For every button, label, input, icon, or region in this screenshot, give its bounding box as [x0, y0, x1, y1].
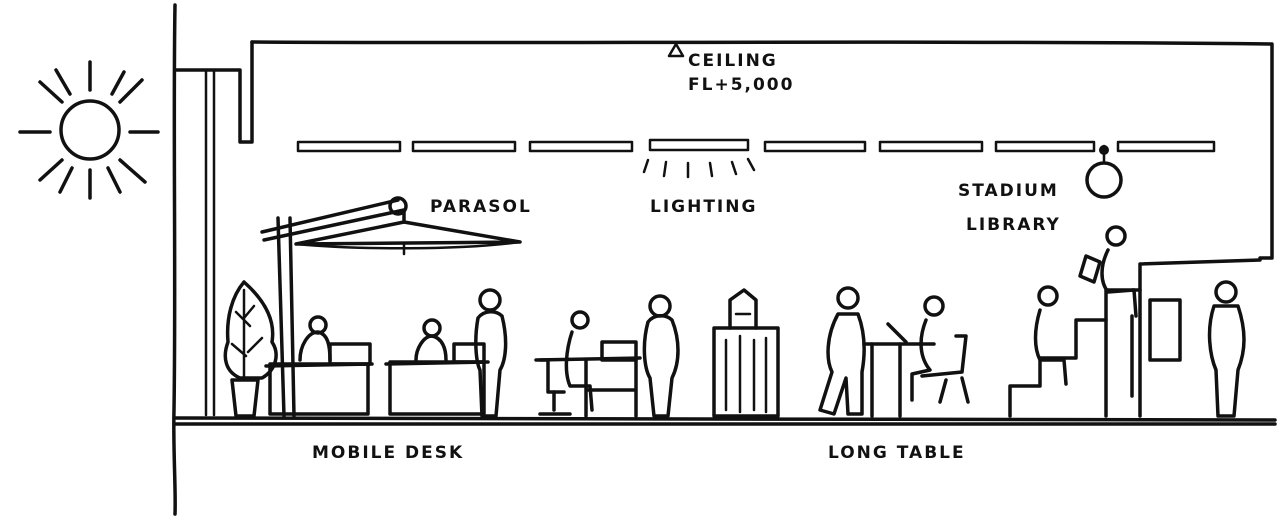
long-table — [862, 295, 970, 418]
parasol-label: PARASOL — [430, 197, 532, 217]
ceiling-line — [250, 40, 1274, 260]
floor-line — [174, 416, 1277, 422]
walking-person — [818, 286, 866, 416]
workstation — [534, 310, 642, 418]
long-table-label: LONG TABLE — [828, 443, 966, 463]
facade-glazing — [204, 68, 216, 417]
stadium-label: STADIUM — [958, 181, 1059, 201]
stadium-steps — [1008, 225, 1262, 418]
facade-wall — [172, 3, 177, 516]
ceiling-label: CEILING — [688, 51, 778, 71]
mobile-desk-label: MOBILE DESK — [312, 443, 464, 463]
potted-plant-icon — [223, 280, 278, 418]
sun-icon — [18, 60, 160, 200]
parasol-icon — [260, 196, 522, 418]
standing-person-3 — [1207, 280, 1246, 418]
light-rays-icon — [642, 157, 756, 179]
standing-person-2 — [642, 294, 680, 418]
pendant-lamp-icon — [1085, 144, 1123, 199]
counter-cabinet — [712, 288, 780, 418]
slab-edge — [173, 40, 254, 144]
standing-person-1 — [474, 288, 508, 418]
mobile-desk-1 — [264, 315, 374, 416]
building-section — [172, 3, 1277, 516]
ceiling-level-marker-icon — [667, 42, 685, 58]
mobile-desk-2 — [384, 318, 490, 416]
ceiling-level-label: FL+5,000 — [688, 75, 794, 95]
ceiling-lights — [296, 138, 1216, 199]
lighting-label: LIGHTING — [650, 197, 757, 217]
library-label: LIBRARY — [966, 215, 1061, 235]
